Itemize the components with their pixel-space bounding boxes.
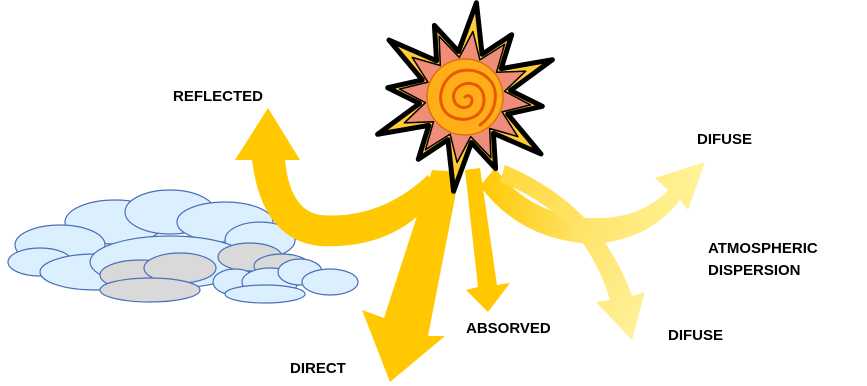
label-dispersion: DISPERSION — [708, 262, 801, 279]
label-atmospheric: ATMOSPHERIC — [708, 240, 818, 257]
sun-icon — [378, 3, 553, 192]
label-difuse-top: DIFUSE — [697, 131, 752, 148]
diffuse-arrow-lower — [500, 165, 645, 340]
label-difuse-bottom: DIFUSE — [668, 327, 723, 344]
cloud-icon — [8, 190, 358, 303]
diffuse-arrows — [480, 162, 705, 340]
label-absorved: ABSORVED — [466, 320, 551, 337]
label-reflected: REFLECTED — [173, 88, 263, 105]
label-direct: DIRECT — [290, 360, 346, 377]
